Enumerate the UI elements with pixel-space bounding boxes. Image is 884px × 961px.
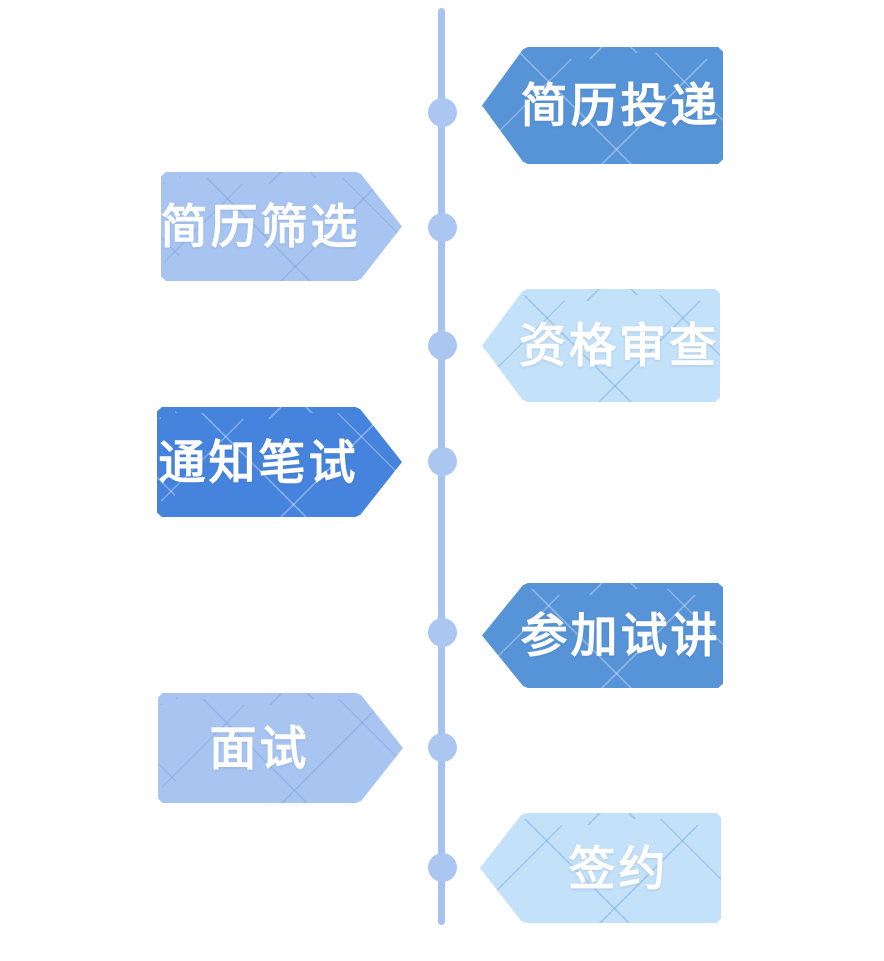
timeline-dot bbox=[428, 213, 457, 242]
step-label: 面试 bbox=[209, 721, 310, 775]
timeline-dot bbox=[428, 853, 457, 882]
step-label: 通知笔试 bbox=[158, 435, 359, 489]
timeline-dot bbox=[428, 98, 457, 127]
timeline-dot bbox=[428, 733, 457, 762]
step-trial-lecture: 参加试讲 bbox=[482, 583, 723, 688]
step-label: 简历投递 bbox=[520, 79, 721, 132]
step-label: 参加试讲 bbox=[520, 609, 721, 662]
step-contract-signing: 签约 bbox=[480, 813, 721, 923]
step-label: 简历筛选 bbox=[161, 200, 361, 253]
timeline-dot bbox=[428, 618, 457, 647]
step-interview: 面试 bbox=[158, 693, 403, 803]
timeline-dot bbox=[428, 447, 457, 476]
step-label: 资格审查 bbox=[519, 319, 719, 372]
step-resume-submission: 简历投递 bbox=[482, 47, 723, 164]
step-qualification-review: 资格审查 bbox=[482, 289, 720, 402]
step-resume-screening: 简历筛选 bbox=[161, 172, 402, 281]
step-written-test-notice: 通知笔试 bbox=[157, 407, 402, 517]
timeline-dot bbox=[428, 331, 457, 360]
step-label: 签约 bbox=[568, 841, 669, 895]
